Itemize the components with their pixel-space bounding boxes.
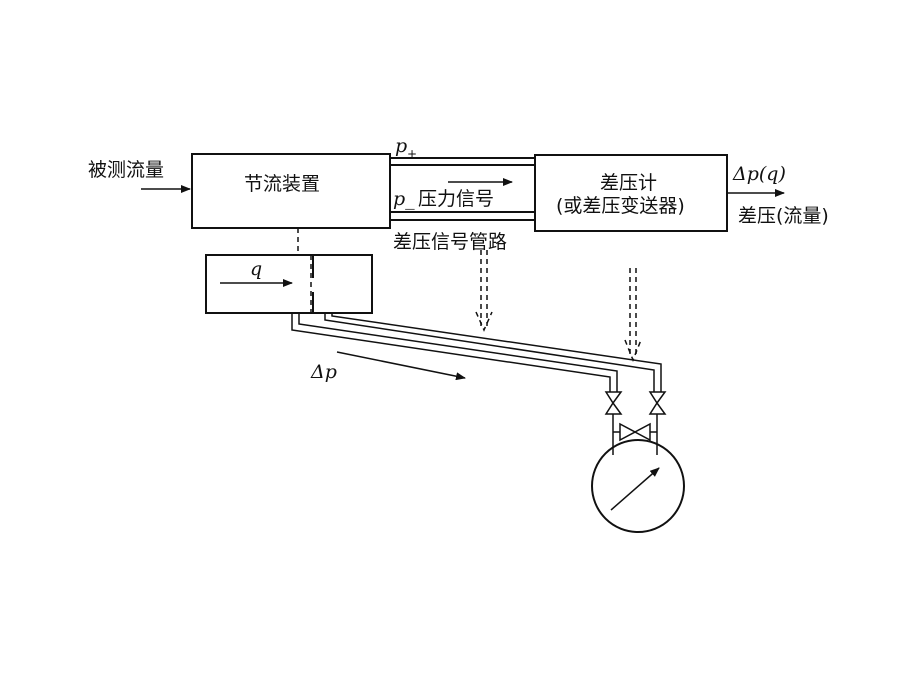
impulse-line-b-outer xyxy=(324,313,655,392)
delta-p-arrow xyxy=(336,351,466,381)
balance-valve-icon xyxy=(619,422,651,442)
output-symbol: Δp(q) xyxy=(732,163,786,185)
flow-symbol: q xyxy=(250,258,262,280)
pipe-section xyxy=(205,254,373,314)
throttle-device-box xyxy=(191,153,391,229)
dashed-arrow-2-head xyxy=(624,339,642,363)
pipeline-label: 差压信号管路 xyxy=(393,231,507,253)
input-flow-label: 被测流量 xyxy=(88,159,164,181)
output-label: 差压(流量) xyxy=(738,205,829,227)
p-plus-label: p xyxy=(395,135,407,157)
p-minus-label: p_ xyxy=(393,188,415,210)
valve-right-icon xyxy=(648,391,667,415)
gauge-needle-icon xyxy=(610,467,660,511)
meter-label-line2: (或差压变送器) xyxy=(556,195,685,217)
throttle-device-label: 节流装置 xyxy=(244,173,320,195)
p-plus-subscript: + xyxy=(407,147,417,161)
pressure-gauge xyxy=(591,439,685,533)
dashed-arrow-1-head xyxy=(475,311,493,332)
impulse-line-a-outer xyxy=(291,313,611,392)
meter-label-line1: 差压计 xyxy=(600,172,657,194)
valve-left-icon xyxy=(604,391,623,415)
impulse-line-b-inner xyxy=(331,313,662,392)
delta-p-label: Δp xyxy=(310,361,337,383)
impulse-line-a-inner xyxy=(298,313,618,392)
pressure-signal-label: 压力信号 xyxy=(418,188,494,210)
